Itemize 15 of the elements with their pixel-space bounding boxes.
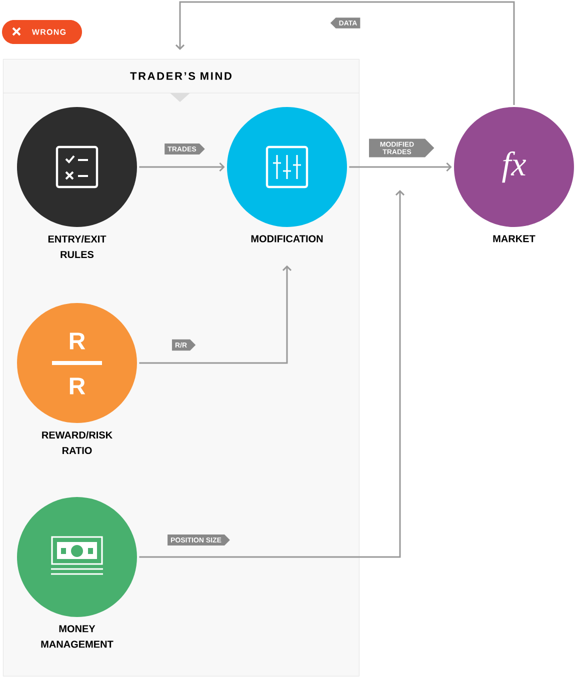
arrow [139, 265, 292, 364]
circle-label: MARKET [493, 235, 536, 242]
circle-label: REWARD/RISK RATIO [42, 431, 112, 454]
arrow [139, 162, 225, 172]
circle-label: MONEY MANAGEMENT [41, 625, 114, 648]
arrow [139, 190, 405, 558]
ratio-letter: R [70, 332, 86, 350]
circle-label: ENTRY/EXIT RULES [48, 235, 106, 258]
arrow [349, 162, 452, 172]
arrow [175, 1, 515, 105]
circle-label: MODIFICATION [251, 235, 323, 242]
panel-title: TRADER’S MIND [130, 72, 232, 80]
wrong-badge: WRONG [2, 20, 82, 44]
ratio-letter: R [70, 378, 86, 394]
function-symbol: fx [502, 151, 526, 183]
